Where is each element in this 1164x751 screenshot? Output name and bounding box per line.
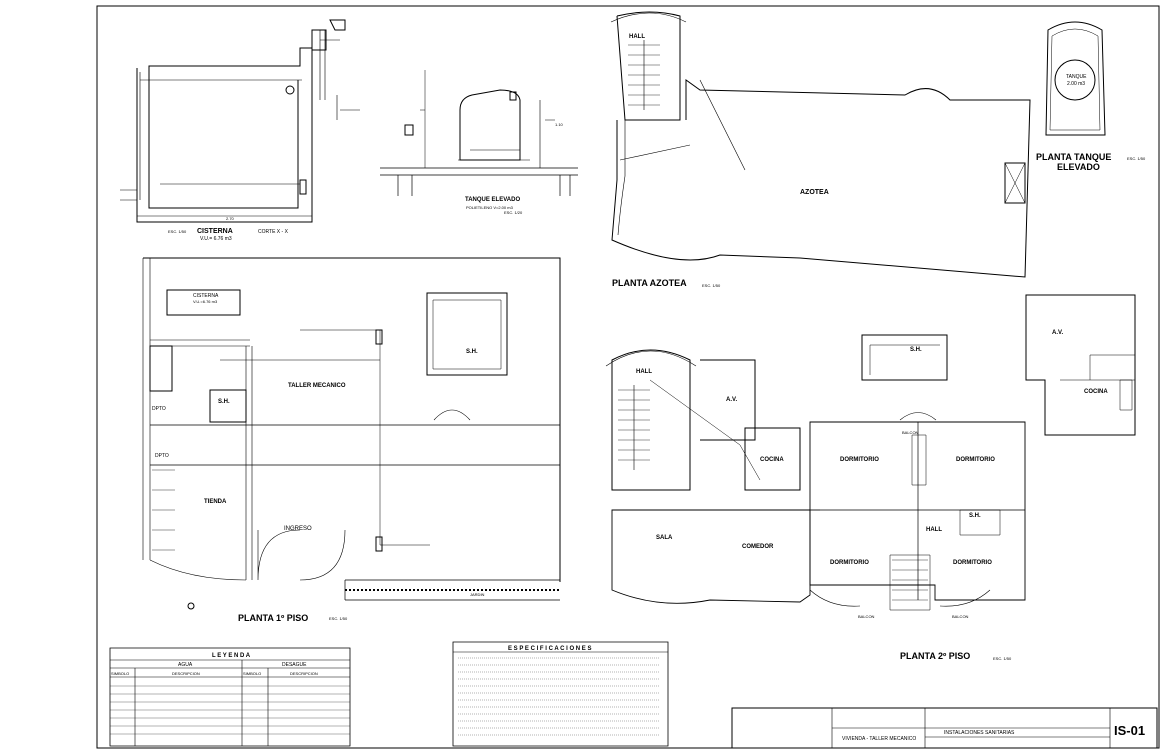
planta-tanque-volume: 2.00 m3 <box>1067 81 1085 87</box>
leyenda-table <box>110 648 350 746</box>
p2-balcon-top-label: BALCON <box>902 430 919 435</box>
leyenda-col-simbolo-desague: SIMBOLO <box>243 671 261 676</box>
p2-balcon-left-label: BALCON <box>858 614 875 619</box>
planta-azotea-title: PLANTA AZOTEA <box>612 278 687 288</box>
p1-cisterna-label: CISTERNA <box>193 293 219 299</box>
cisterna-section <box>120 20 360 222</box>
p2-hall-bottom-label: HALL <box>926 527 942 533</box>
p2-sh-label: S.H. <box>969 513 981 519</box>
sheet-border <box>97 6 1159 748</box>
p1-cisterna-volume: V.U.=6.76 m3 <box>193 299 218 304</box>
planta-1-piso-scale: ESC. 1/50 <box>329 616 348 621</box>
planta-tanque-title-1: PLANTA TANQUE <box>1036 152 1111 162</box>
azotea-room-label: AZOTEA <box>800 189 829 196</box>
planta-tanque-scale: ESC. 1/50 <box>1127 156 1146 161</box>
planta-1-piso <box>143 258 560 609</box>
p2-cocina-label: COCINA <box>760 457 784 463</box>
title-block-subject: INSTALACIONES SANITARIAS <box>944 730 1015 736</box>
especificaciones-title: E S P E C I F I C A C I O N E S <box>508 646 591 652</box>
planta-tanque-elevado <box>1046 22 1105 135</box>
p2-balcon-right-label: BALCON <box>952 614 969 619</box>
p1-ducto2-label: DPTO <box>155 453 169 459</box>
tanque-elevado-dim: 1.10 <box>555 122 564 127</box>
p2-dorm2-label: DORMITORIO <box>956 457 995 463</box>
cisterna-volume: V.U.= 6.76 m3 <box>200 236 232 242</box>
p2-dorm1-label: DORMITORIO <box>840 457 879 463</box>
sheet-code: IS-01 <box>1114 723 1145 738</box>
planta-tanque-tank-label: TANQUE <box>1066 74 1087 80</box>
p1-sh2-label: S.H. <box>466 349 478 355</box>
p2-detail-av-label: A.V. <box>1052 330 1063 336</box>
planta-tanque-title-2: ELEVADO <box>1057 162 1100 172</box>
planta-azotea <box>611 12 1030 277</box>
planta-1-piso-title: PLANTA 1º PISO <box>238 613 308 623</box>
cisterna-dim: 2.70 <box>226 216 235 221</box>
especificaciones-box <box>453 642 668 746</box>
tanque-elevado-title: TANQUE ELEVADO <box>465 197 520 203</box>
p1-jardin-label: JARDIN <box>470 592 485 597</box>
p2-av-label: A.V. <box>726 397 737 403</box>
planta-2-piso-scale: ESC. 1/50 <box>993 656 1012 661</box>
p2-hall-top-label: HALL <box>636 369 652 375</box>
tanque-elevado-scale: ESC. 1/20 <box>504 210 523 215</box>
tanque-elevado-section <box>380 70 578 196</box>
leyenda-desague: DESAGUE <box>282 662 307 668</box>
planta-azotea-scale: ESC. 1/50 <box>702 283 721 288</box>
p2-detail-cocina-label: COCINA <box>1084 389 1108 395</box>
leyenda-col-descripcion-desague: DESCRIPCION <box>290 671 318 676</box>
cisterna-scale: ESC. 1/50 <box>168 229 187 234</box>
title-block <box>732 708 1157 748</box>
planta-2-piso <box>606 295 1135 610</box>
p1-ducto1-label: DPTO <box>152 406 166 412</box>
leyenda-col-simbolo-agua: SIMBOLO <box>111 671 129 676</box>
p2-detail-sh-label: S.H. <box>910 347 922 353</box>
azotea-hall-label: HALL <box>629 34 645 40</box>
p1-sh1-label: S.H. <box>218 399 230 405</box>
leyenda-title: L E Y E N D A <box>212 653 251 659</box>
p2-dorm4-label: DORMITORIO <box>953 560 992 566</box>
tanque-elevado-material: POLIETILENO V=2.00 m3 <box>466 205 514 210</box>
p2-dorm3-label: DORMITORIO <box>830 560 869 566</box>
p1-ingreso-label: INGRESO <box>284 526 312 532</box>
title-block-project: VIVIENDA - TALLER MECANICO <box>842 736 916 742</box>
leyenda-col-descripcion-agua: DESCRIPCION <box>172 671 200 676</box>
leyenda-agua: AGUA <box>178 662 193 668</box>
cisterna-subtitle: CORTE X - X <box>258 229 289 235</box>
p2-comedor-label: COMEDOR <box>742 544 774 550</box>
cisterna-title: CISTERNA <box>197 228 233 235</box>
p1-tienda-label: TIENDA <box>204 499 227 505</box>
p2-sala-label: SALA <box>656 535 673 541</box>
p1-taller-label: TALLER MECANICO <box>288 383 346 389</box>
planta-2-piso-title: PLANTA 2º PISO <box>900 651 970 661</box>
